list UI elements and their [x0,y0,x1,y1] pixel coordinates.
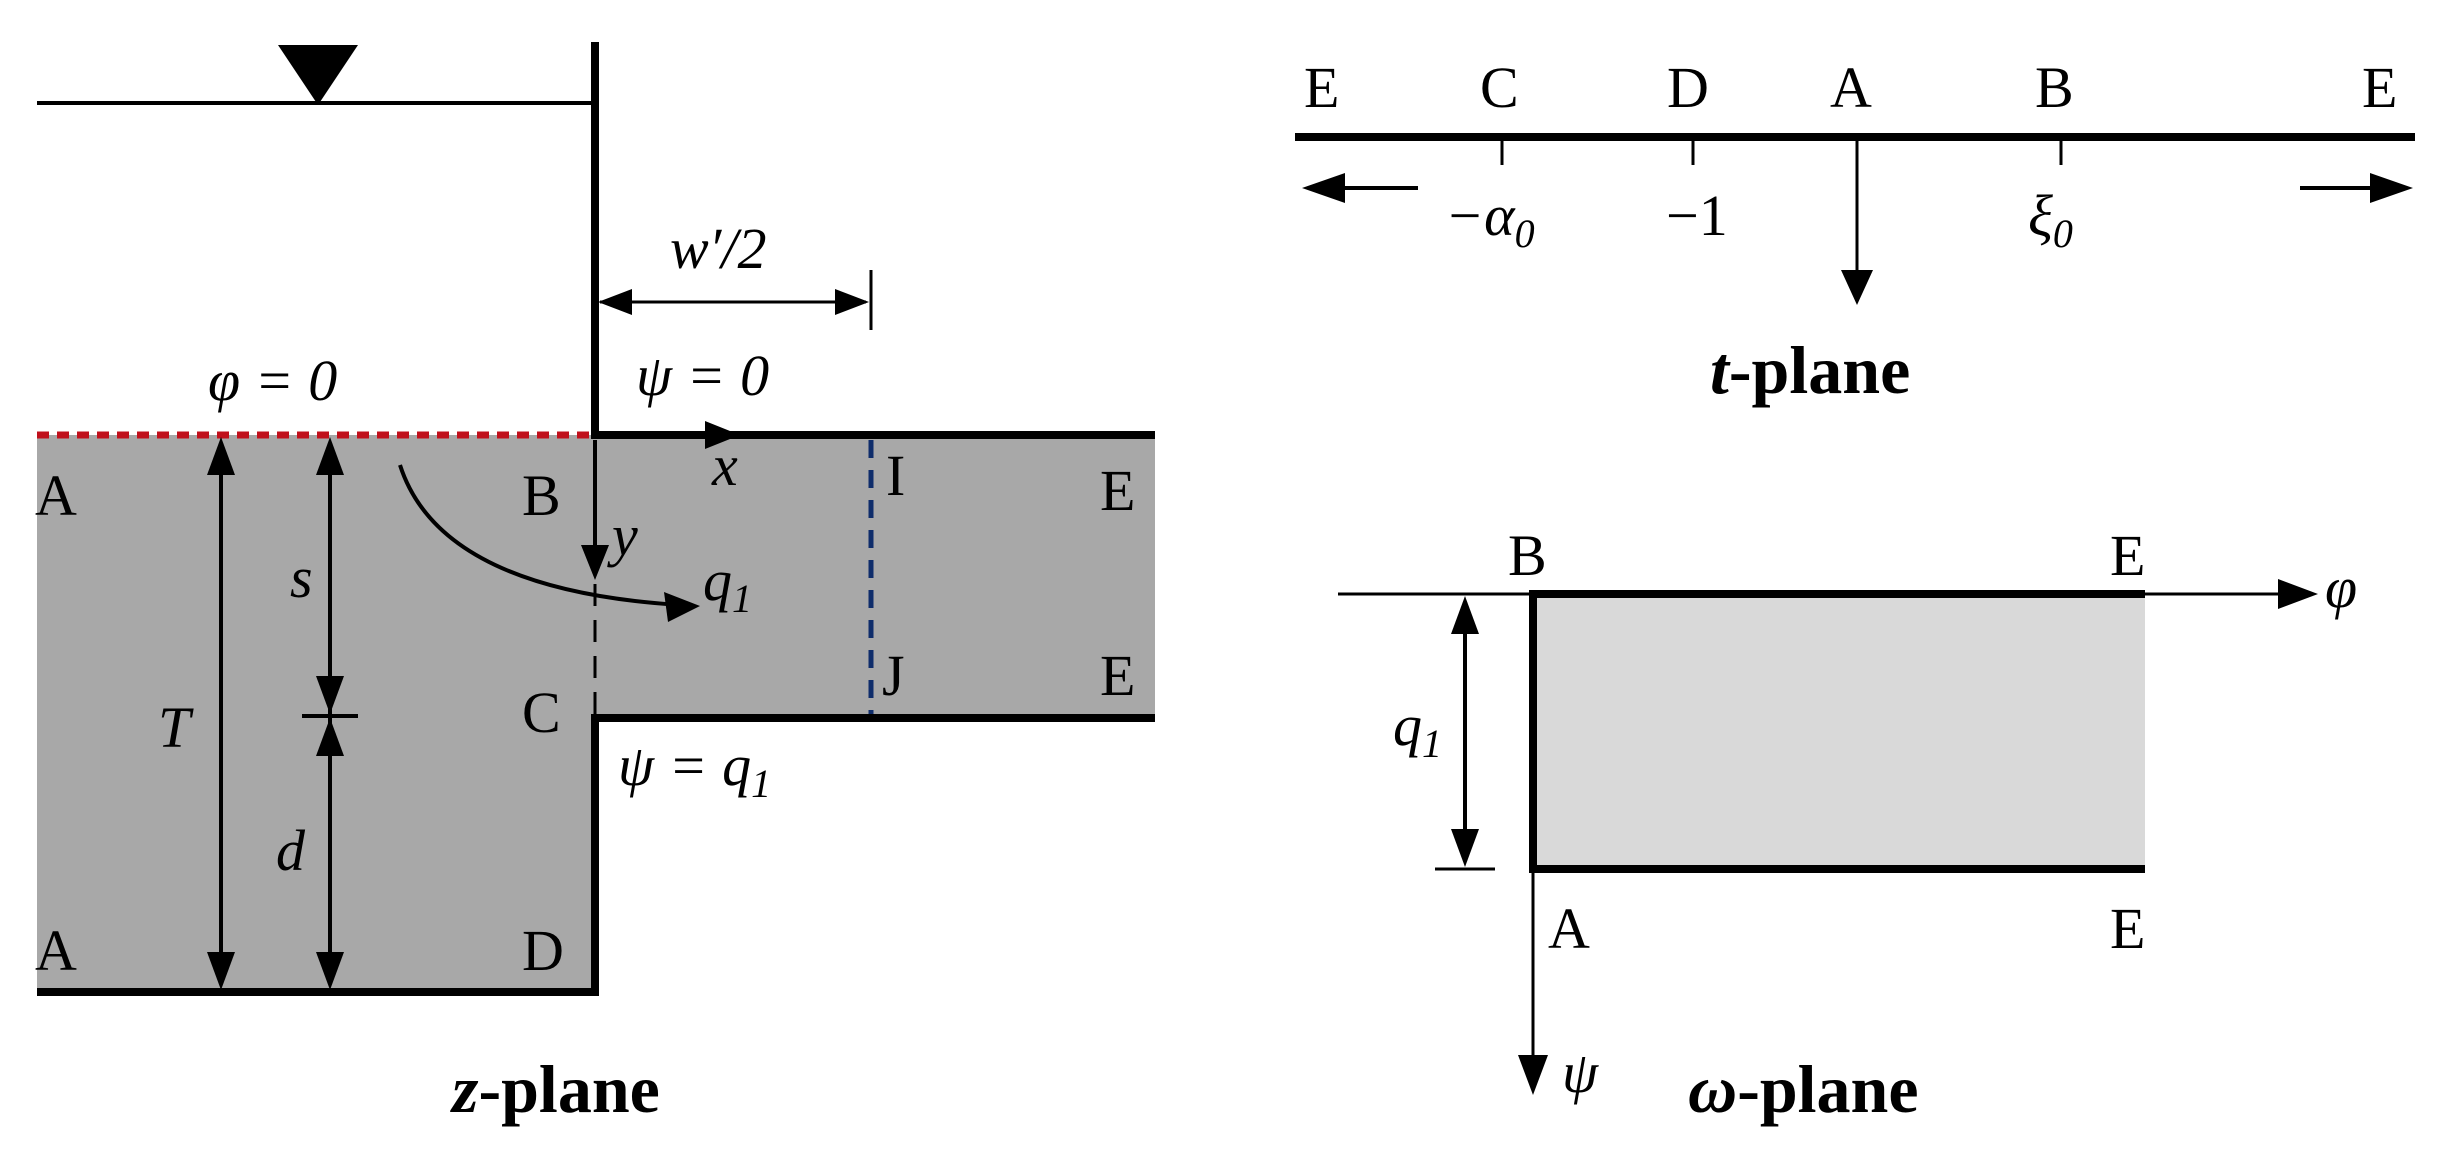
T-arrow-down-icon [207,952,235,990]
d-label: d [276,818,306,883]
z-plane-channel-fill [595,435,1155,718]
T-arrow-up-icon [207,437,235,475]
d-arrow-down-icon [316,952,344,990]
q1-arrow-down-icon [1451,829,1479,867]
omega-point-B: B [1508,523,1547,588]
point-A-bottom: A [35,918,77,983]
y-axis-arrow-icon [581,545,609,580]
t-tick-minus-one: −1 [1666,183,1728,248]
omega-point-E-top: E [2110,523,2145,588]
flow-curve [398,464,681,607]
q1-height-label: q1 [1393,693,1442,766]
t-point-A: A [1830,55,1872,120]
point-I: I [886,443,905,508]
d-arrow-up-icon [316,718,344,756]
t-plane-left-arrow-icon [1302,173,1345,203]
t-plane-caption: t-plane [1710,332,1910,408]
psi-zero-label: ψ = 0 [636,343,769,408]
omega-point-A: A [1548,896,1590,961]
t-tick-minus-alpha: −α0 [1445,183,1535,256]
psi-axis-arrow-icon [1518,1055,1548,1095]
point-E-top: E [1100,458,1135,523]
t-plane-down-arrow-icon [1841,270,1873,305]
x-axis-arrow-icon [705,421,740,449]
omega-point-E-bottom: E [2110,896,2145,961]
psi-axis-label: ψ [1562,1040,1599,1105]
t-point-D: D [1667,55,1709,120]
t-plane-panel: E C D A B E −α0 −1 ξ0 t-plane [1295,55,2415,408]
point-E-mid: E [1100,643,1135,708]
t-point-C: C [1480,55,1519,120]
t-plane-right-arrow-icon [2370,173,2413,203]
phi-zero-label: φ = 0 [208,348,337,413]
point-D: D [522,918,564,983]
s-label: s [290,545,313,610]
phi-axis-arrow-icon [2278,579,2318,609]
point-C: C [522,680,561,745]
q1-arrow-up-icon [1451,596,1479,634]
phi-axis-label: φ [2325,555,2357,620]
omega-plane-caption: ω-plane [1688,1051,1919,1127]
t-point-B: B [2035,55,2074,120]
water-level-triangle-icon [278,45,358,105]
flow-label: q1 [703,548,752,621]
width-arrow-left-icon [598,289,632,315]
t-point-E-right: E [2362,55,2397,120]
y-axis-label: y [607,503,638,568]
flow-arrow-icon [664,592,700,622]
omega-plane-strip [1533,594,2145,869]
point-J: J [882,643,905,708]
t-point-E-left: E [1304,55,1339,120]
width-arrow-right-icon [835,289,869,315]
s-arrow-down-icon [316,676,344,714]
point-A-top: A [35,463,77,528]
t-tick-xi: ξ0 [2028,183,2073,256]
psi-q-label: ψ = q1 [618,733,771,806]
z-plane-panel: φ = 0 ψ = 0 w′/2 x y q1 ψ = q1 s T d A A… [35,42,1155,1127]
omega-plane-panel: B E A E φ ψ q1 ω-plane [1338,523,2357,1127]
point-B: B [522,463,561,528]
x-axis-label: x [711,433,738,498]
T-label: T [158,695,194,760]
s-arrow-up-icon [316,437,344,475]
z-plane-caption: z-plane [450,1051,660,1127]
width-label: w′/2 [670,216,767,281]
